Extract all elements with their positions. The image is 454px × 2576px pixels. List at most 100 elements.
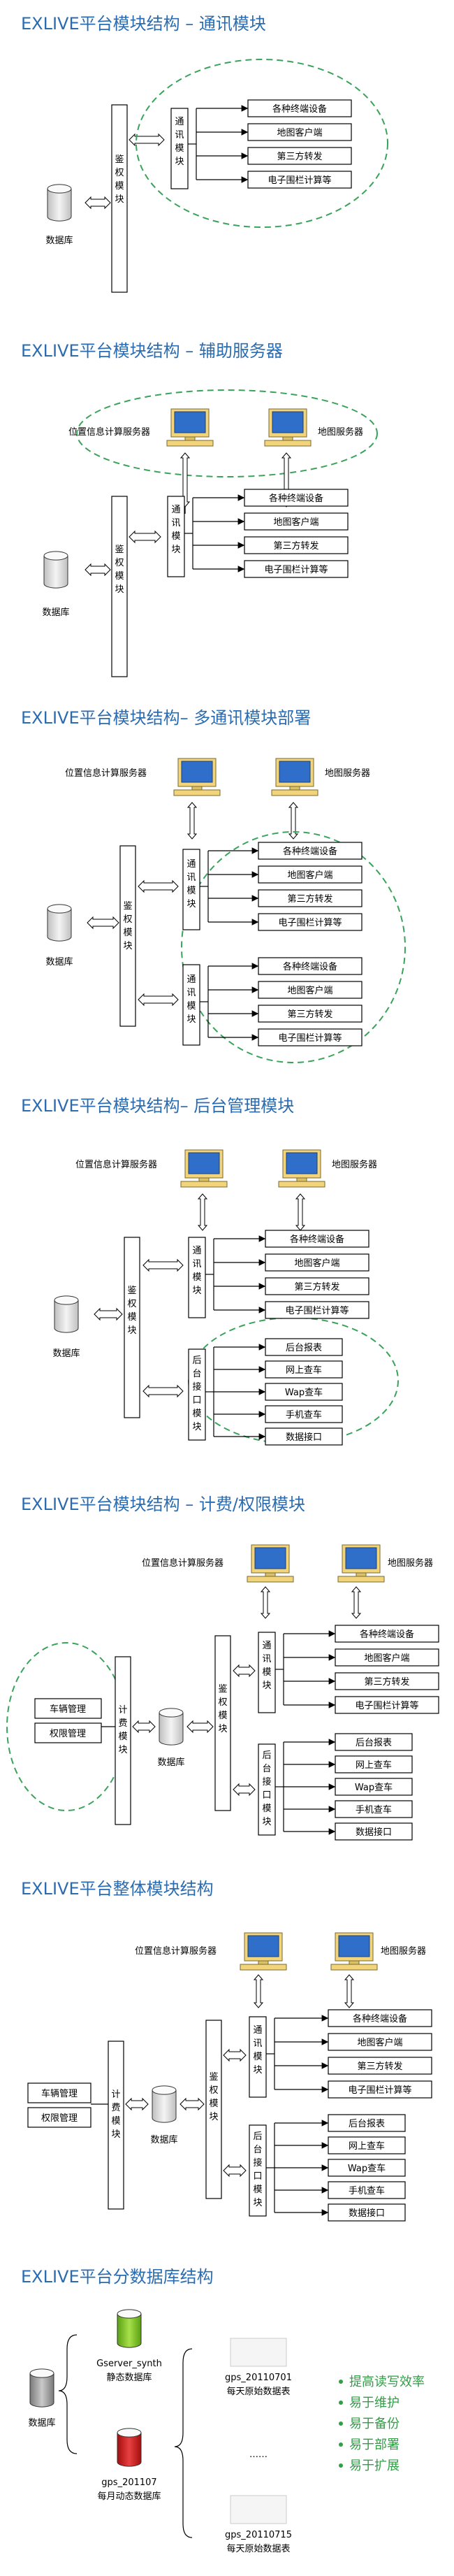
comm-module-2-label: 通讯模块: [186, 974, 196, 1025]
list-item-label: 地图客户端: [357, 2037, 402, 2048]
comm-module-label: 通讯模块: [171, 505, 180, 555]
db-auth-arrow: [186, 1720, 214, 1734]
svg-text:块: 块: [115, 194, 124, 205]
daily-ellipsis: ……: [249, 2449, 268, 2460]
location-server-label: 位置信息计算服务器: [75, 1159, 157, 1170]
map-server-label: 地图服务器: [388, 1557, 433, 1569]
database-label: 数据库: [28, 2417, 55, 2429]
list-item-label: 后台报表: [286, 1343, 322, 1353]
svg-text:块: 块: [253, 2198, 262, 2208]
auth-comm-arrow-1: [138, 879, 179, 893]
svg-text:讯: 讯: [171, 518, 180, 528]
section-title: EXLIVE平台模块结构 – 计费/权限模块: [21, 1495, 305, 1514]
backend-ellipse: [188, 1317, 399, 1444]
list-item-label: Wap查车: [355, 1782, 393, 1793]
location-server-arrow: [260, 1586, 271, 1619]
comm-item-0: [258, 957, 363, 975]
comm-item-2: [335, 1672, 439, 1690]
comm-item-0: [335, 1625, 439, 1643]
vehicle-mgmt-box: [27, 2082, 91, 2103]
auth-backend-arrow: [223, 2164, 247, 2178]
backend-item-4: [265, 1427, 343, 1446]
list-item-label: 各种终端设备: [290, 1234, 344, 1245]
svg-text:接: 接: [253, 2157, 262, 2168]
bullet-dot: [339, 2422, 343, 2426]
auth-comm-arrow: [142, 1258, 184, 1272]
list-item-label: 手机查车: [356, 1804, 392, 1815]
svg-text:块: 块: [115, 584, 124, 595]
svg-text:鉴: 鉴: [209, 2072, 218, 2082]
location-server-icon: [173, 758, 221, 796]
comm-item-3: [247, 171, 352, 189]
database-label: 数据库: [45, 956, 73, 967]
svg-text:通: 通: [262, 1641, 271, 1651]
benefit-item: 易于备份: [349, 2417, 400, 2431]
map-server-label: 地图服务器: [318, 426, 363, 438]
list-item-label: 手机查车: [286, 1409, 322, 1420]
svg-text:鉴: 鉴: [127, 1286, 136, 1296]
list-item-label: 各种终端设备: [272, 103, 327, 115]
list-item-label: 后台报表: [356, 1738, 392, 1748]
backend-item-0: [335, 1733, 413, 1751]
svg-text:费: 费: [111, 2103, 120, 2113]
svg-text:权: 权: [123, 914, 132, 925]
backend-item-2: [265, 1383, 343, 1401]
map-server-icon: [278, 1149, 325, 1188]
svg-text:口: 口: [253, 2171, 262, 2182]
benefit-item: 易于部署: [349, 2438, 400, 2452]
list-item-label: Wap查车: [285, 1387, 323, 1398]
comm-item-0: [328, 2009, 432, 2027]
database-icon: [43, 551, 68, 589]
daily-db-2-name: gps_20110715: [225, 2530, 292, 2540]
svg-text:块: 块: [253, 2065, 262, 2075]
comm-module-2: [182, 964, 200, 1046]
svg-text:块: 块: [186, 899, 196, 909]
svg-text:块: 块: [186, 1014, 196, 1025]
server-ellipse: [76, 389, 378, 477]
database-icon: [47, 184, 72, 222]
section-title: EXLIVE平台模块结构– 后台管理模块: [21, 1096, 294, 1116]
comm-module: [170, 108, 189, 189]
map-server-arrow: [344, 1974, 355, 2008]
list-item-label: 第三方转发: [364, 1676, 409, 1688]
map-server-arrow: [288, 802, 299, 840]
auth-module: [214, 1635, 231, 1811]
section-title: EXLIVE平台整体模块结构: [21, 1879, 214, 1899]
svg-text:模: 模: [118, 1732, 127, 1742]
list-item-label: 各种终端设备: [283, 961, 337, 972]
svg-text:模: 模: [186, 886, 196, 896]
location-server-label: 位置信息计算服务器: [68, 426, 150, 438]
comm-module: [167, 496, 185, 577]
comm-module-label: 通讯模块: [253, 2025, 262, 2075]
comm-module-label: 通讯模块: [192, 1246, 201, 1296]
billing-db-arrow: [132, 1720, 156, 1734]
bullet-dot: [339, 2380, 343, 2384]
svg-text:块: 块: [111, 2129, 120, 2140]
list-item-label: 后台报表: [349, 2119, 385, 2129]
svg-text:权: 权: [209, 2085, 218, 2096]
bullet-dot: [339, 2463, 343, 2468]
location-server-arrow: [186, 802, 198, 840]
section-title: EXLIVE平台分数据库结构: [21, 2267, 214, 2287]
svg-text:通: 通: [253, 2025, 262, 2036]
comm-item-2: [258, 889, 363, 907]
database-label: 数据库: [42, 607, 69, 618]
backend-item-2: [335, 1778, 413, 1796]
svg-text:块: 块: [192, 1422, 201, 1432]
svg-text:模: 模: [115, 571, 124, 582]
comm-ellipse: [136, 59, 388, 228]
comm-item-2: [265, 1277, 369, 1295]
svg-text:模: 模: [209, 2099, 218, 2109]
daily-db-2-label: 每天原始数据表: [226, 2543, 290, 2554]
svg-text:模: 模: [111, 2116, 120, 2127]
auth-comm-arrow: [129, 133, 165, 147]
static-db-name: Gserver_synth: [96, 2359, 162, 2369]
daily-table-1-icon: [230, 2338, 287, 2367]
list-item-label: 电子围栏计算等: [278, 917, 342, 928]
list-item-label: 第三方转发: [287, 1009, 332, 1020]
location-server-arrow: [253, 1974, 264, 2008]
